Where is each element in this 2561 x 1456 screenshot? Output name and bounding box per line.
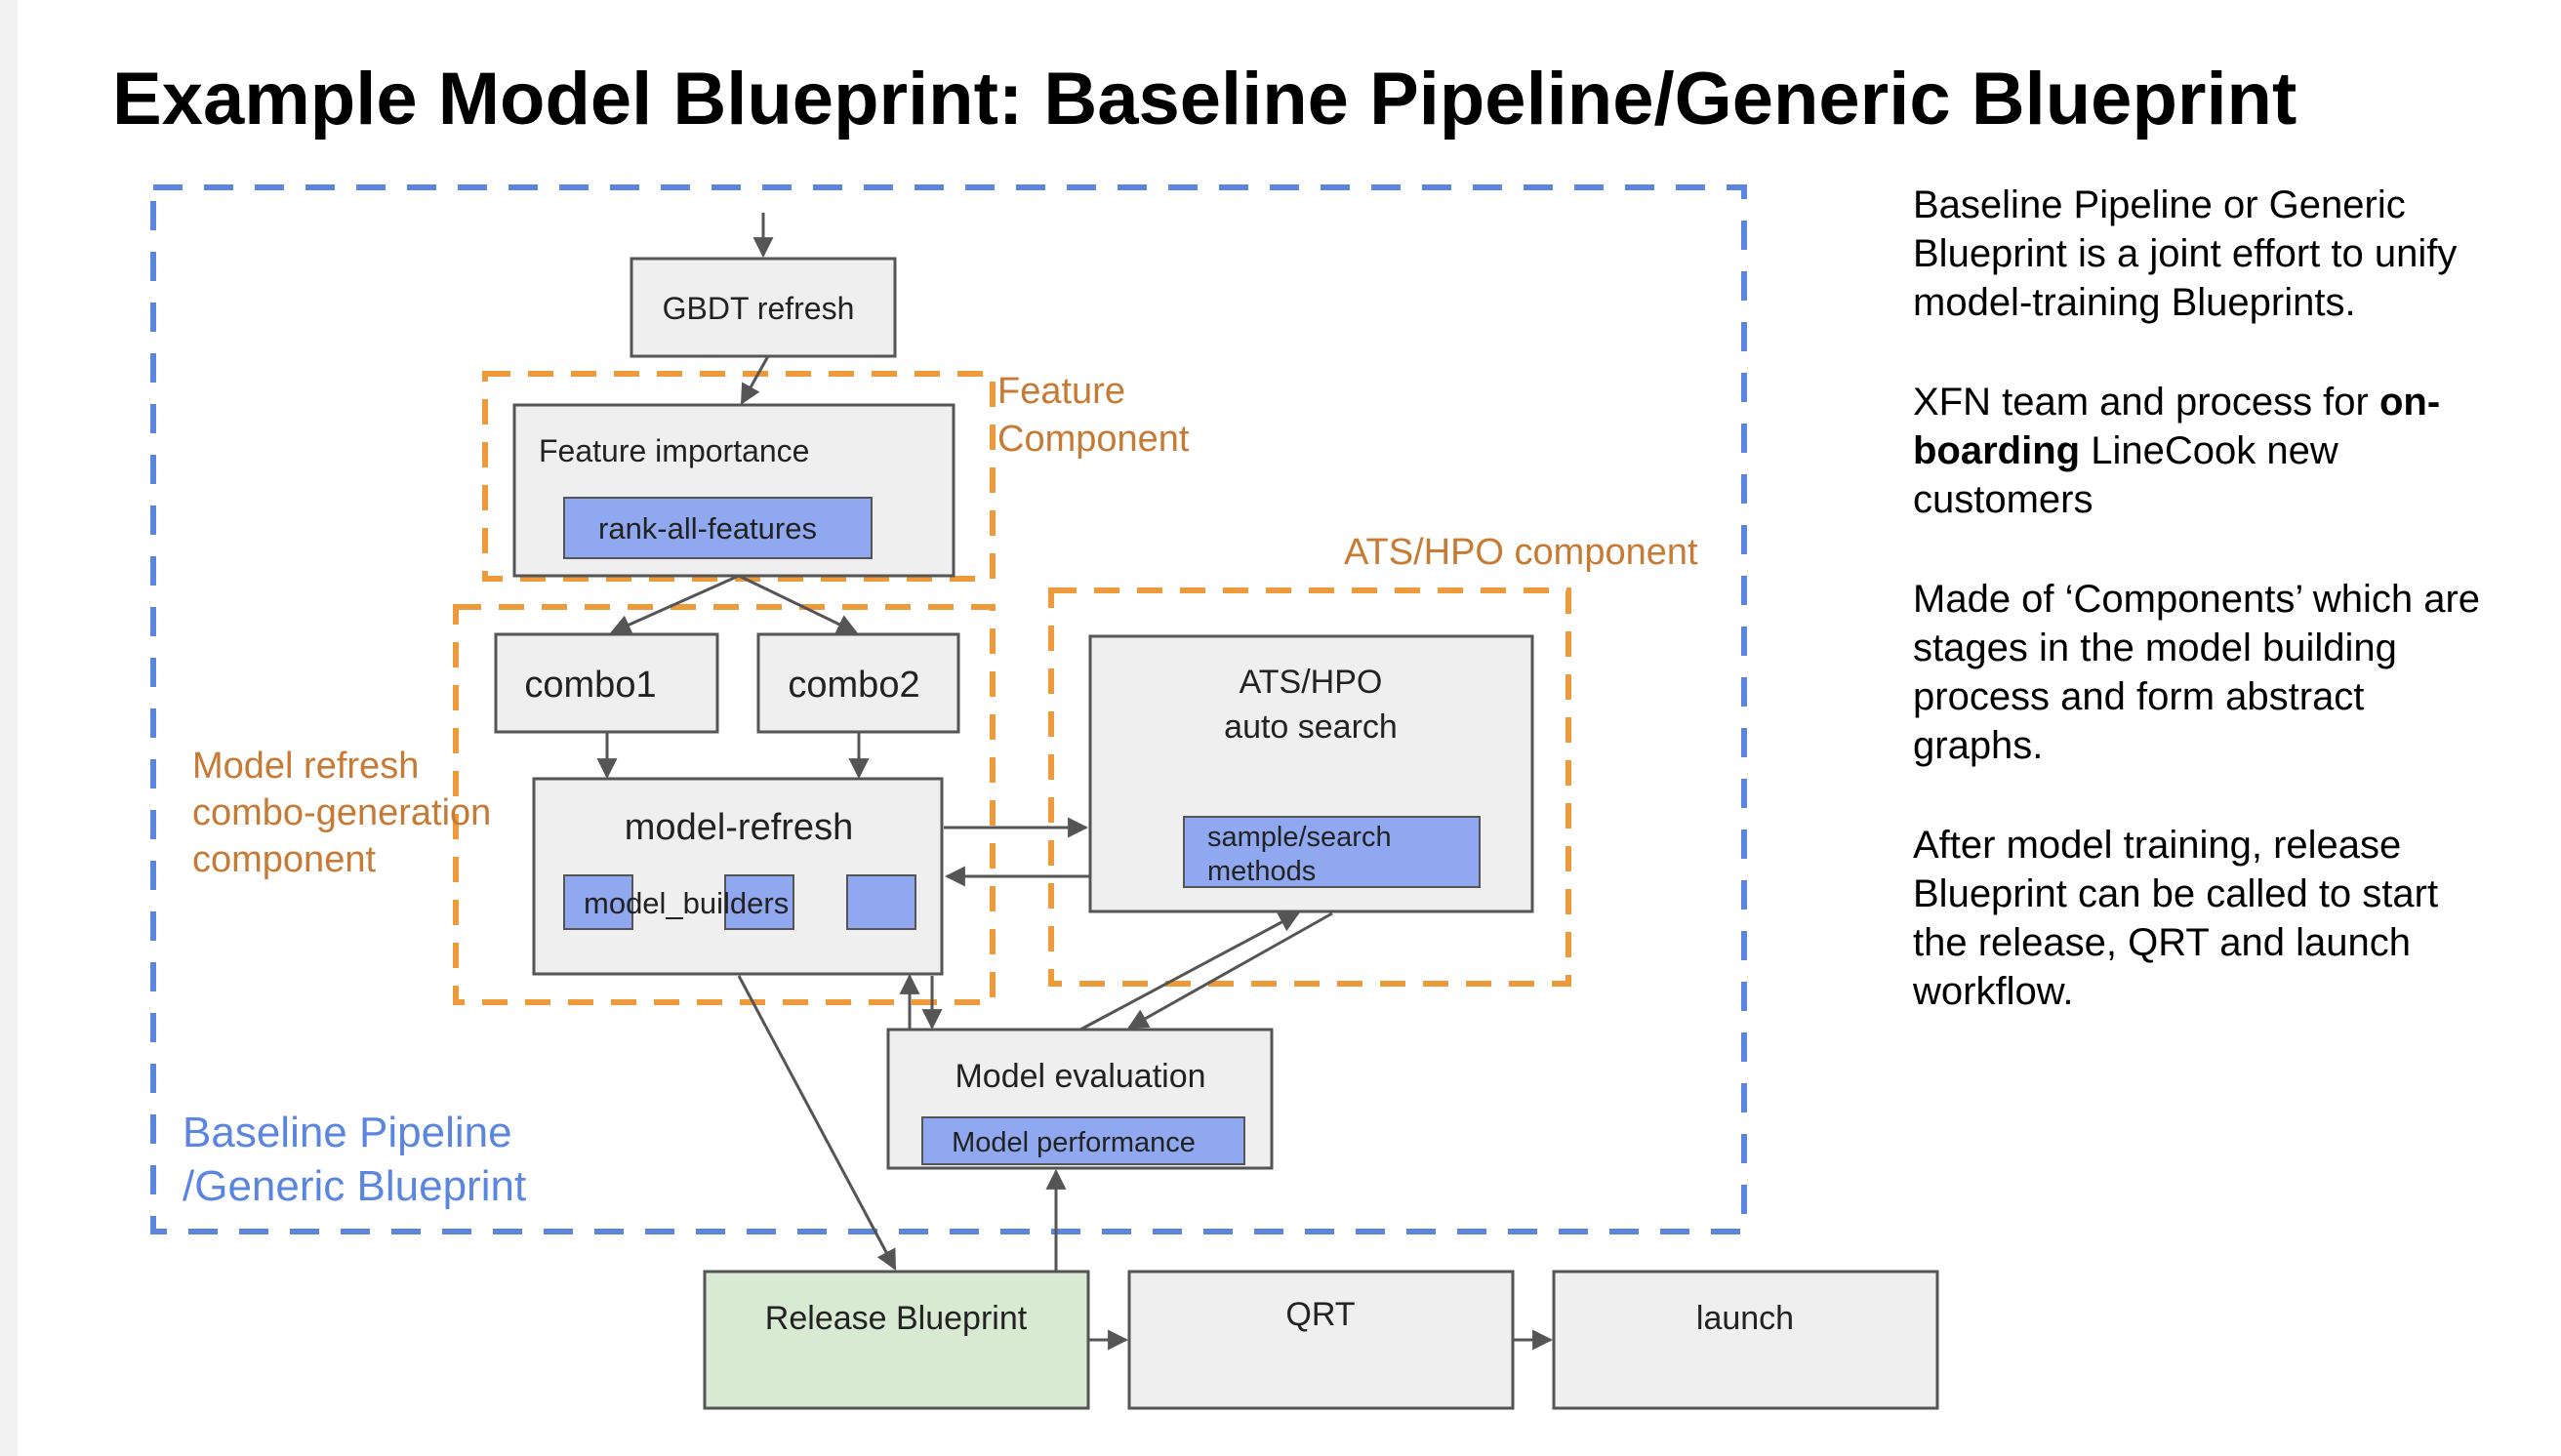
- rank-all-features-label: rank-all-features: [598, 511, 817, 546]
- feature-importance-node: Feature importance rank-all-features: [512, 403, 955, 578]
- sample-search-label-1: sample/search: [1207, 822, 1392, 853]
- feature-component-label-1: Feature: [997, 371, 1125, 412]
- model-builder-box-1: [563, 874, 633, 930]
- launch-label: launch: [1696, 1300, 1794, 1337]
- note-paragraph-3: Made of ‘Components’ which are stages in…: [1913, 578, 2481, 767]
- gbdt-refresh-label: GBDT refresh: [663, 291, 855, 326]
- launch-node: launch: [1552, 1270, 1939, 1410]
- model-performance-label: Model performance: [952, 1127, 1196, 1158]
- model-builder-box-2: [724, 874, 794, 930]
- note-paragraph-2: XFN team and process for on-boarding Lin…: [1913, 378, 2499, 524]
- release-blueprint-label: Release Blueprint: [765, 1300, 1028, 1337]
- release-blueprint-node: Release Blueprint: [703, 1270, 1090, 1410]
- model-refresh-component-boundary: [453, 604, 996, 1005]
- qrt-label: QRT: [1285, 1296, 1355, 1333]
- arrow-model-refresh-to-release: [737, 975, 897, 1271]
- feature-component-boundary: [482, 371, 996, 582]
- ats-hpo-component-boundary: [1048, 587, 1571, 987]
- baseline-pipeline-boundary: [150, 184, 1747, 1234]
- model-builder-box-3: [846, 874, 916, 930]
- arrow-feature-to-combo1: [610, 574, 740, 634]
- baseline-pipeline-label-2: /Generic Blueprint: [183, 1162, 526, 1210]
- note-paragraph-1: Baseline Pipeline or Generic Blueprint i…: [1913, 183, 2458, 324]
- model-refresh-node: model-refresh model_builders: [532, 777, 944, 976]
- model-builders-label: model_builders: [584, 886, 789, 920]
- diagram-arrows: [596, 213, 1554, 1351]
- model-refresh-component-label-2: combo-generation: [192, 792, 491, 833]
- model-refresh-component-label-3: component: [192, 839, 376, 880]
- left-edge-strip: [0, 0, 18, 1456]
- sample-search-label-2: methods: [1207, 856, 1316, 887]
- feature-importance-label: Feature importance: [539, 433, 809, 468]
- qrt-node: QRT: [1127, 1270, 1515, 1410]
- arrow-ats-to-eval: [1127, 911, 1333, 1030]
- ats-hpo-component-label: ATS/HPO component: [1344, 532, 1698, 573]
- combo1-node: combo1: [494, 632, 719, 734]
- ats-hpo-node: ATS/HPO auto search sample/search method…: [1088, 634, 1534, 913]
- page-title: Example Model Blueprint: Baseline Pipeli…: [112, 58, 2297, 141]
- note-2-post: LineCook new customers: [1913, 429, 2338, 521]
- arrow-feature-to-combo2: [738, 574, 858, 634]
- model-refresh-label: model-refresh: [625, 807, 853, 848]
- baseline-pipeline-label-1: Baseline Pipeline: [183, 1109, 512, 1156]
- side-notes: Baseline Pipeline or Generic Blueprint i…: [1913, 181, 2499, 1067]
- ats-hpo-label-2: auto search: [1224, 708, 1398, 746]
- gbdt-refresh-node: GBDT refresh: [630, 257, 897, 358]
- combo1-label: combo1: [524, 665, 656, 706]
- rank-all-features-box: [563, 497, 873, 559]
- sample-search-box: [1183, 816, 1481, 888]
- model-performance-box: [921, 1116, 1245, 1165]
- combo2-label: combo2: [788, 665, 919, 706]
- feature-component-label-2: Component: [997, 419, 1190, 460]
- model-refresh-component-label-1: Model refresh: [192, 746, 419, 787]
- combo2-node: combo2: [756, 632, 960, 734]
- model-evaluation-node: Model evaluation Model performance: [886, 1028, 1274, 1170]
- note-2-pre: XFN team and process for: [1913, 381, 2369, 424]
- model-evaluation-label: Model evaluation: [955, 1058, 1205, 1095]
- ats-hpo-label-1: ATS/HPO: [1240, 664, 1383, 701]
- note-paragraph-4: After model training, release Blueprint …: [1913, 824, 2439, 1013]
- arrow-eval-to-ats: [1079, 911, 1300, 1031]
- note-2-bold: on-boarding: [1913, 381, 2441, 472]
- arrow-gbdt-to-feature: [740, 355, 770, 405]
